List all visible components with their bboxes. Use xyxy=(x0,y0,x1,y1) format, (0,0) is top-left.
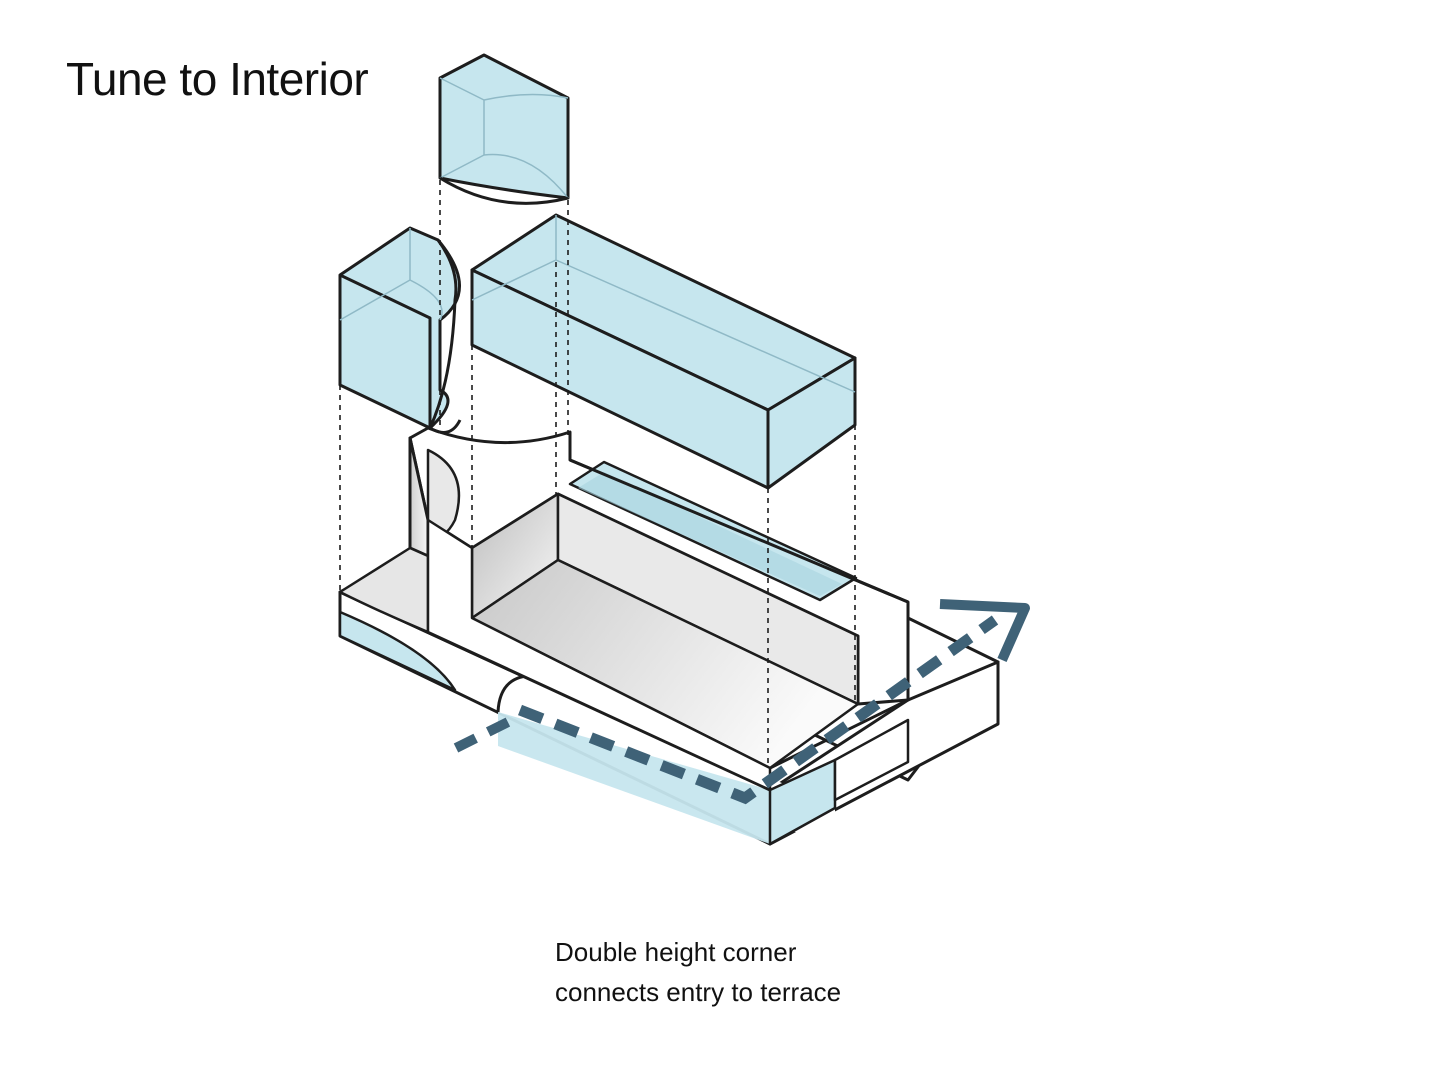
projection-lines xyxy=(339,180,856,768)
podium-glass-right xyxy=(768,758,837,846)
caption-line-1: Double height corner xyxy=(555,937,797,967)
skylight-inner xyxy=(578,472,842,596)
page-title: Tune to Interior xyxy=(66,53,369,105)
caption: Double height corner connects entry to t… xyxy=(555,932,841,1012)
glass-volume-top xyxy=(438,53,570,205)
glass-volume-left xyxy=(338,226,462,434)
caption-line-2: connects entry to terrace xyxy=(555,977,842,1007)
lower-volume xyxy=(338,426,910,792)
podium-right-opening xyxy=(833,718,910,802)
podium-glass-strip xyxy=(498,712,770,844)
podium-glass-left xyxy=(338,610,457,692)
dashed-arrow-icon xyxy=(453,599,1030,805)
